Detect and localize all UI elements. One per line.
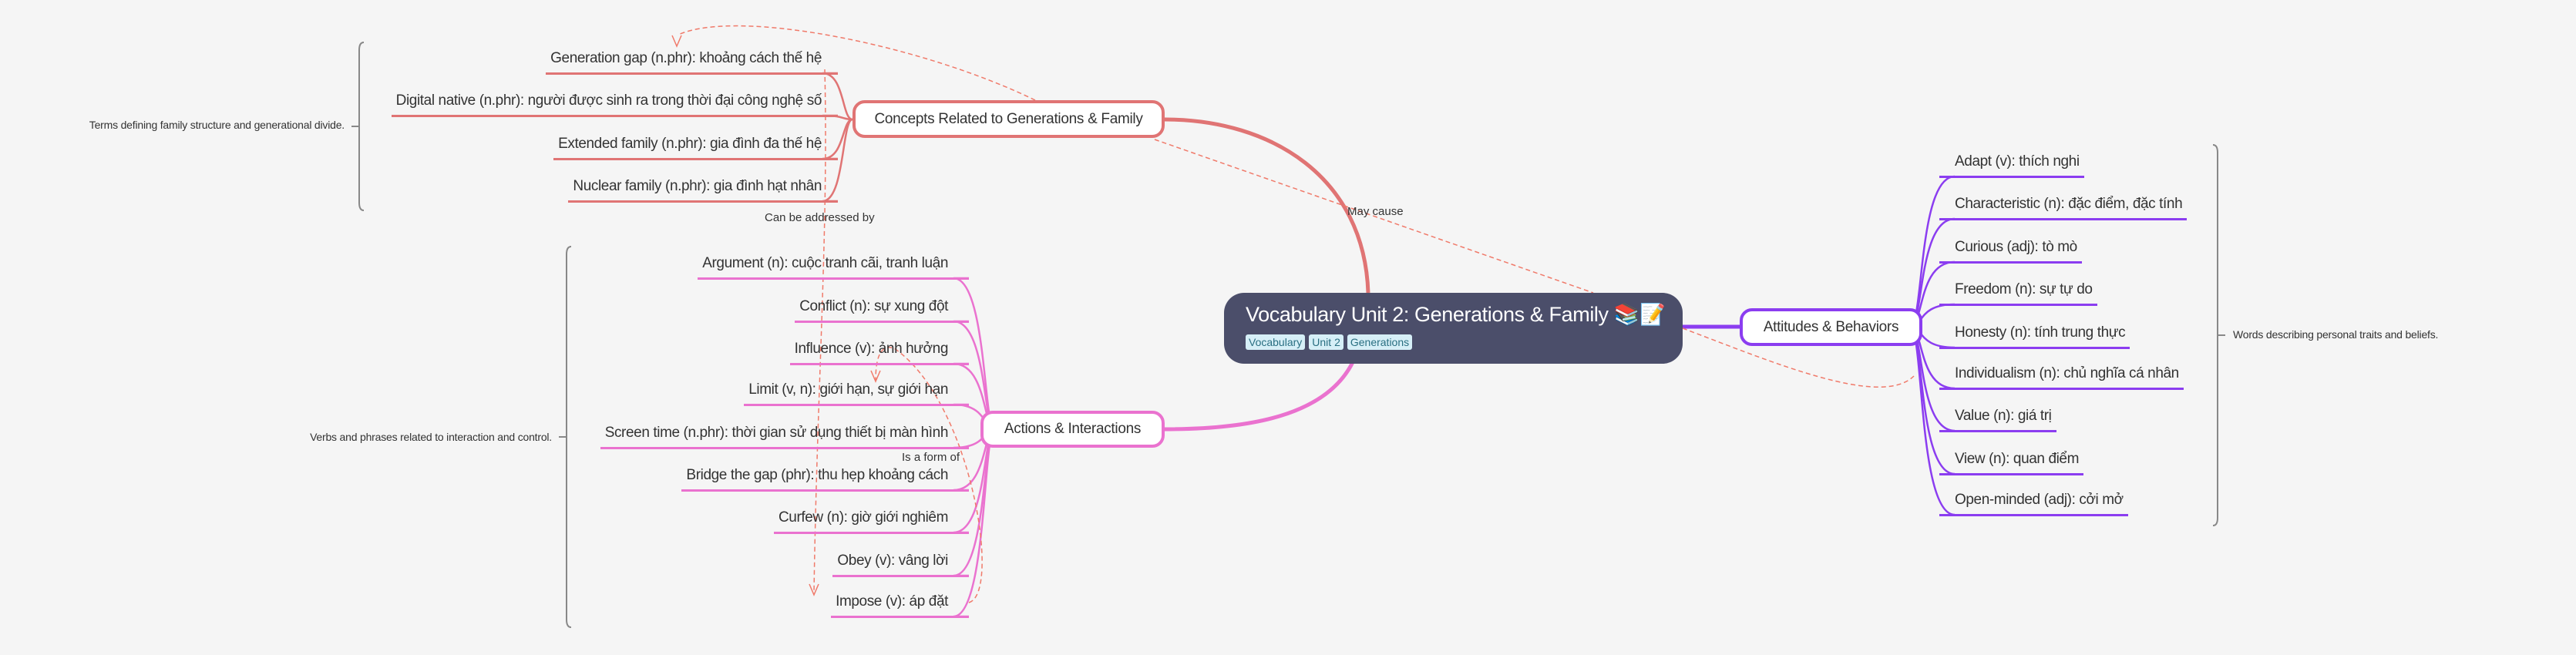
arrowhead-icon	[809, 583, 819, 596]
attitudes-item[interactable]: Curious (adj): tò mò	[1939, 237, 2082, 264]
concepts-item[interactable]: Generation gap (n.phr): khoảng cách thế …	[546, 49, 838, 75]
actions-item[interactable]: Obey (v): vâng lời	[832, 551, 969, 577]
relation-line-concepts-generation-gap	[678, 25, 1036, 101]
attitudes-item[interactable]: Freedom (n): sự tự do	[1939, 280, 2097, 306]
concepts-item[interactable]: Extended family (n.phr): gia đình đa thế…	[553, 134, 838, 160]
branch-concepts[interactable]: Concepts Related to Generations & Family	[853, 100, 1165, 138]
tag-generations[interactable]: Generations	[1347, 334, 1413, 350]
attitudes-item[interactable]: Individualism (n): chủ nghĩa cá nhân	[1939, 364, 2184, 390]
tag-list: Vocabulary Unit 2 Generations	[1246, 334, 1683, 350]
actions-item[interactable]: Impose (v): áp đặt	[831, 592, 969, 618]
relation-label-form: Is a form of	[902, 451, 960, 464]
actions-item[interactable]: Argument (n): cuộc tranh cãi, tranh luận	[698, 254, 969, 280]
attitudes-item[interactable]: Honesty (n): tính trung thực	[1939, 323, 2130, 349]
branch-attitudes[interactable]: Attitudes & Behaviors	[1740, 308, 1922, 346]
attitudes-item[interactable]: Value (n): giá trị	[1939, 406, 2056, 432]
actions-item[interactable]: Curfew (n): giờ giới nghiêm	[773, 508, 969, 534]
tag-vocabulary[interactable]: Vocabulary	[1246, 334, 1306, 350]
connector-central-concepts	[1164, 117, 1370, 294]
concepts-item[interactable]: Nuclear family (n.phr): gia đình hạt nhâ…	[568, 176, 838, 203]
attitudes-item[interactable]: View (n): quan điểm	[1939, 449, 2084, 475]
bracket-actions	[559, 246, 572, 628]
relation-label-addressed: Can be addressed by	[765, 211, 875, 224]
actions-item[interactable]: Bridge the gap (phr): thu hẹp khoảng các…	[681, 465, 969, 492]
concepts-connector	[822, 118, 853, 203]
connector-central-actions	[1164, 361, 1355, 432]
tag-unit-2[interactable]: Unit 2	[1309, 334, 1343, 350]
bracket-concepts	[351, 42, 365, 211]
arrowhead-icon	[671, 35, 682, 48]
actions-item[interactable]: Limit (v, n): giới hạn, sự giới hạn	[744, 380, 969, 406]
actions-summary: Verbs and phrases related to interaction…	[310, 431, 552, 443]
central-title: Vocabulary Unit 2: Generations & Family …	[1246, 303, 1666, 326]
arrowhead-icon	[870, 370, 881, 383]
attitudes-item[interactable]: Adapt (v): thích nghi	[1939, 152, 2084, 178]
concepts-item[interactable]: Digital native (n.phr): người được sinh …	[391, 91, 838, 117]
concepts-summary: Terms defining family structure and gene…	[89, 119, 345, 131]
relation-line-cause	[1154, 139, 1915, 388]
actions-item[interactable]: Screen time (n.phr): thời gian sử dụng t…	[600, 423, 969, 449]
relation-label-cause: May cause	[1347, 205, 1404, 218]
central-topic[interactable]: Vocabulary Unit 2: Generations & Family …	[1224, 293, 1683, 364]
attitudes-item[interactable]: Open-minded (adj): cởi mở	[1939, 490, 2128, 516]
actions-item[interactable]: Conflict (n): sự xung đột	[795, 297, 969, 323]
actions-item[interactable]: Influence (v): ảnh hưởng	[789, 339, 969, 365]
bracket-attitudes	[2212, 144, 2225, 526]
attitudes-summary: Words describing personal traits and bel…	[2233, 328, 2439, 341]
branch-actions[interactable]: Actions & Interactions	[980, 411, 1165, 448]
attitudes-item[interactable]: Characteristic (n): đặc điểm, đặc tính	[1939, 194, 2188, 220]
